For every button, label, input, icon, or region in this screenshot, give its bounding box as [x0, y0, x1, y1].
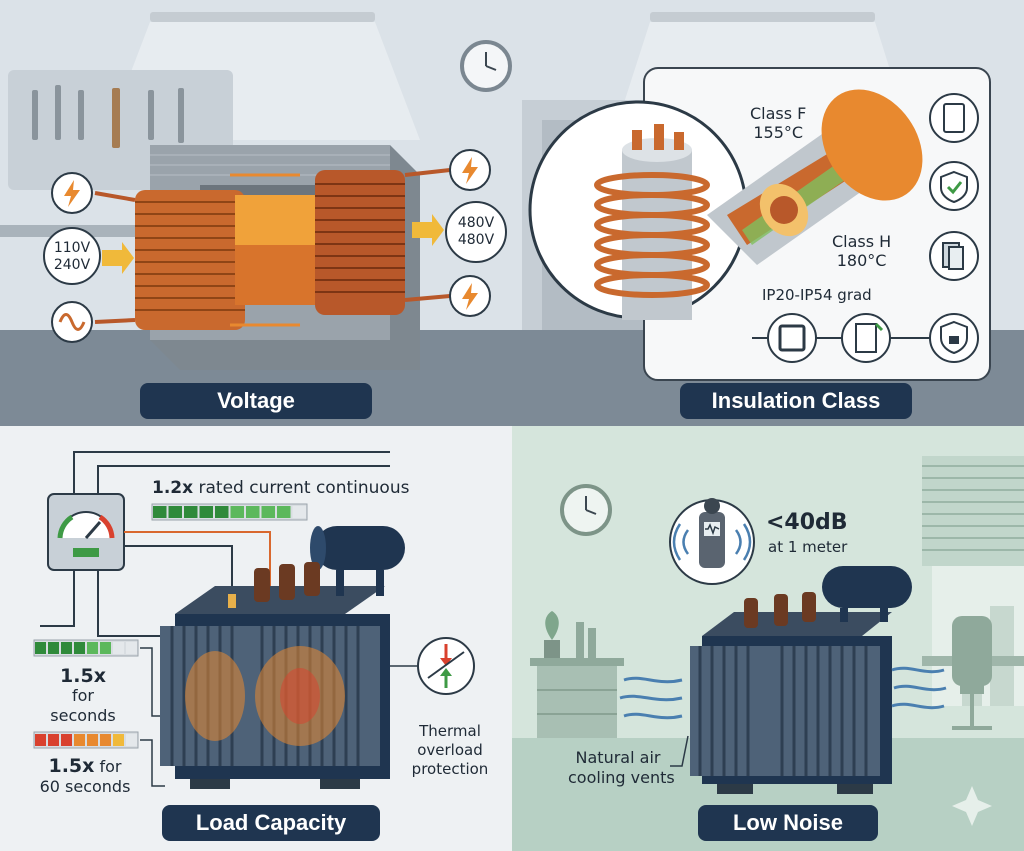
output-voltage-1: 480V [457, 215, 495, 231]
class-f-name: Class F [750, 104, 807, 123]
door-icon [841, 313, 891, 363]
bar-segment [100, 642, 111, 654]
noise-illustration [512, 426, 1024, 851]
bar-segment [126, 642, 137, 654]
bar-segment [35, 734, 46, 746]
short-overload-bar [33, 639, 139, 657]
sine-wave-icon [51, 301, 93, 343]
lightning-icon [449, 275, 491, 317]
short-overload-rating: 1.5x for seconds [38, 666, 128, 726]
long-overload-bar [33, 731, 139, 749]
class-h-label: Class H 180°C [832, 232, 891, 270]
low-noise-title: Low Noise [698, 805, 878, 841]
insulation-illustration [512, 0, 1024, 426]
panel-insulation-class: Class F 155°C Class H 180°C IP20-IP54 gr… [512, 0, 1024, 426]
long-overload-value: 1.5x [48, 755, 95, 777]
bar-segment [184, 506, 198, 518]
noise-level-value: <40dB [766, 510, 848, 535]
bar-segment [61, 642, 72, 654]
enclosure-icon [767, 313, 817, 363]
bar-segment [153, 506, 167, 518]
gauge-icon [57, 511, 115, 557]
clock-icon [460, 40, 512, 92]
thermal-protection-label: Thermal overload protection [400, 722, 500, 779]
thermal-line-2: overload [417, 741, 483, 759]
cooling-vents-line-2: cooling vents [568, 768, 675, 787]
bar-segment [215, 506, 229, 518]
cooling-vents-label: Natural air cooling vents [568, 748, 675, 788]
bar-segment [126, 734, 137, 746]
bar-segment [87, 642, 98, 654]
bar-segment [261, 506, 275, 518]
short-overload-duration: seconds [50, 706, 116, 725]
bar-segment [292, 506, 306, 518]
bar-segment [87, 734, 98, 746]
panel-low-noise: <40dB at 1 meter Natural air cooling ven… [512, 426, 1024, 851]
cabinet-icon [929, 93, 979, 143]
bar-segment [168, 506, 182, 518]
continuous-rating: 1.2x rated current continuous [152, 478, 409, 498]
class-f-temp: 155°C [753, 123, 804, 142]
bar-segment [199, 506, 213, 518]
clock-icon [560, 484, 612, 536]
class-h-temp: 180°C [836, 251, 887, 270]
insulation-class-title: Insulation Class [680, 383, 912, 419]
bar-segment [35, 642, 46, 654]
airflow-icon [619, 666, 947, 720]
continuous-current-bar [151, 503, 308, 521]
input-voltage-240: 240V [53, 257, 91, 273]
panel-load-capacity: 1.2x rated current continuous 1.5x for s… [0, 426, 512, 851]
sound-meter-icon [699, 498, 725, 568]
cooling-vents-line-1: Natural air [575, 748, 661, 767]
long-overload-first: 1.5x for [30, 756, 140, 777]
lightning-icon [449, 149, 491, 191]
voltage-illustration [0, 0, 512, 426]
bar-segment [61, 734, 72, 746]
long-overload-duration: 60 seconds [39, 777, 131, 796]
thermal-protection-icon [390, 637, 475, 695]
output-voltage-label: 480V 480V [450, 215, 502, 249]
bar-segment [246, 506, 260, 518]
glass-panel-icon [929, 231, 979, 281]
lightning-icon [51, 172, 93, 214]
transformer-tank [690, 566, 912, 794]
continuous-rating-value: 1.2x [152, 478, 194, 498]
wrench-icon [32, 85, 184, 148]
short-overload-for: for [72, 686, 94, 705]
bar-segment [113, 642, 124, 654]
bar-segment [277, 506, 291, 518]
thermal-line-1: Thermal [419, 722, 481, 740]
ip-rating-label: IP20-IP54 grad [762, 286, 872, 304]
bar-segment [100, 734, 111, 746]
bar-segment [230, 506, 244, 518]
thermal-line-3: protection [411, 760, 489, 778]
bar-segment [48, 642, 59, 654]
short-overload-value: 1.5x [60, 665, 106, 687]
class-h-name: Class H [832, 232, 892, 251]
load-illustration [33, 451, 475, 789]
continuous-rating-text: rated current continuous [198, 478, 410, 498]
bar-segment [113, 734, 124, 746]
class-f-label: Class F 155°C [750, 104, 806, 142]
long-overload-rating: 1.5x for 60 seconds [30, 756, 140, 797]
panel-voltage-conversion: 110V 240V 480V 480V Voltage Conversion [0, 0, 512, 426]
bar-segment [74, 642, 85, 654]
output-voltage-2: 480V [457, 232, 495, 248]
bar-segment [48, 734, 59, 746]
load-capacity-title: Load Capacity [162, 805, 380, 841]
input-voltage-110: 110V [53, 240, 91, 256]
bar-segment [74, 734, 85, 746]
shield-check-icon [929, 161, 979, 211]
voltage-conversion-title: Voltage Conversion [140, 383, 372, 426]
long-overload-for: for [99, 757, 122, 776]
sound-waves-icon [672, 523, 752, 561]
transformer-tank [160, 526, 405, 789]
noise-level-note: at 1 meter [768, 538, 848, 556]
input-voltage-label: 110V 240V [48, 240, 96, 274]
shield-lock-icon [929, 313, 979, 363]
